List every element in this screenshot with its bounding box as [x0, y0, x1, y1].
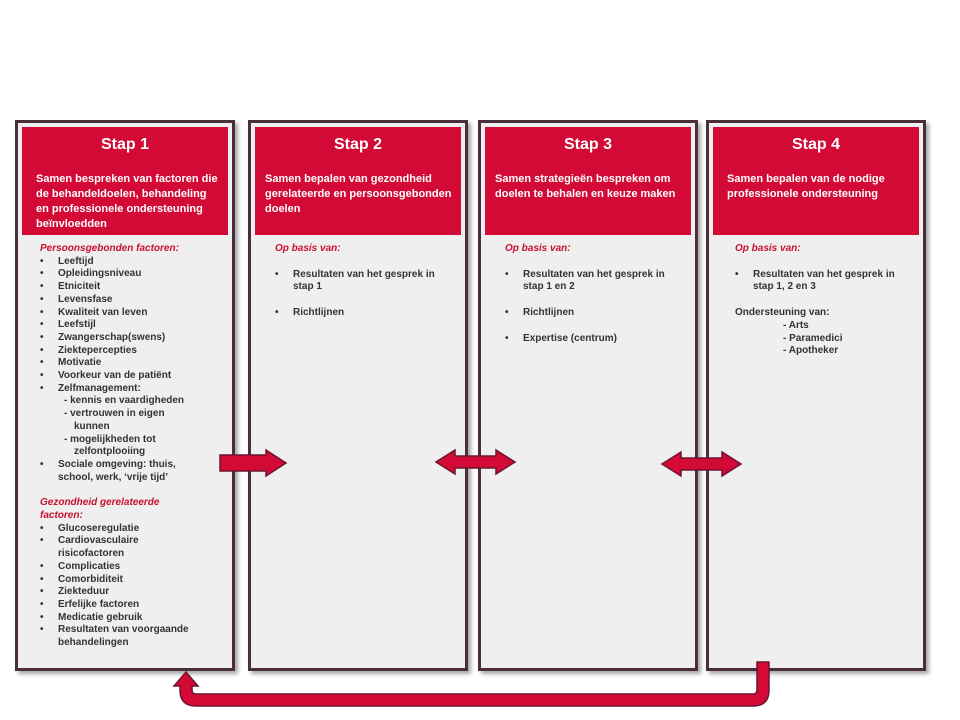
double-arrow-icon — [434, 448, 517, 476]
zelfmanagement-sub: - mogelijkheden tot — [64, 433, 156, 445]
stap3-description: Samen strategieën bespreken om doelen te… — [495, 173, 676, 200]
stap3-list: Resultaten van het gesprek in stap 1 en … — [505, 269, 687, 346]
stap1-body: Persoonsgebonden factoren: Leeftijd Ople… — [40, 243, 224, 650]
stap2-description: Samen bepalen van gezondheid gerelateerd… — [265, 173, 452, 215]
list-item: Erfelijke factoren — [40, 599, 224, 612]
list-item: Motivatie — [40, 357, 224, 370]
list-item: Ziektepercepties — [40, 345, 224, 358]
list-item: Levensfase — [40, 294, 224, 307]
list-item: Expertise (centrum) — [505, 333, 687, 346]
op-basis-heading: Op basis van: — [505, 243, 571, 254]
stap4-panel: Stap 4 Samen bepalen van de nodige profe… — [706, 120, 926, 671]
list-item-continued: behandelingen — [58, 637, 129, 649]
op-basis-heading: Op basis van: — [275, 243, 341, 254]
stap3-title: Stap 3 — [563, 136, 612, 153]
list-item: Resultaten van het gesprek in stap 1 en … — [505, 269, 687, 294]
stap1-panel: Stap 1 Samen bespreken van factoren die … — [15, 120, 235, 671]
list-item: Richtlijnen — [505, 307, 687, 320]
stap3-panel: Stap 3 Samen strategieën bespreken om do… — [478, 120, 698, 671]
stap2-panel: Stap 2 Samen bepalen van gezondheid gere… — [248, 120, 468, 671]
ondersteuning-item: - Arts — [783, 319, 809, 331]
zelfmanagement-sub: - kennis en vaardigheden — [64, 395, 185, 407]
list-item: Zelfmanagement: — [40, 383, 224, 396]
gezondheid-list: Glucoseregulatie Cardiovasculaire — [40, 523, 224, 548]
list-item: Sociale omgeving: thuis, — [40, 459, 224, 472]
list-item: Resultaten van voorgaande — [40, 624, 224, 637]
double-arrow-icon — [660, 450, 743, 478]
list-item: Glucoseregulatie — [40, 523, 224, 536]
list-item: Voorkeur van de patiënt — [40, 370, 224, 383]
list-item: Leeftijd — [40, 256, 224, 269]
stap2-body: Op basis van: Resultaten van het gesprek… — [275, 243, 457, 320]
list-item-continued: risicofactoren — [58, 548, 125, 560]
stap4-list: Resultaten van het gesprek in stap 1, 2 … — [735, 269, 915, 294]
gezondheid-list-2: Complicaties Comorbiditeit Ziekteduur Er… — [40, 561, 224, 637]
persoonsgebonden-heading: Persoonsgebonden factoren: — [40, 243, 179, 254]
list-item: Opleidingsniveau — [40, 268, 224, 281]
zelfmanagement-sub: kunnen — [74, 420, 110, 432]
stap1-header: Stap 1 Samen bespreken van factoren die … — [22, 127, 228, 235]
stap4-title: Stap 4 — [791, 136, 840, 153]
stap4-header: Stap 4 Samen bepalen van de nodige profe… — [713, 127, 919, 235]
zelfmanagement-sub: - vertrouwen in eigen — [64, 408, 165, 420]
list-item: Leefstijl — [40, 319, 224, 332]
stap3-body: Op basis van: Resultaten van het gesprek… — [505, 243, 687, 346]
zelfmanagement-sub: zelfontplooiing — [74, 446, 146, 458]
stap2-title: Stap 2 — [333, 136, 382, 153]
arrow-right-icon — [219, 448, 288, 478]
list-item: Richtlijnen — [275, 307, 457, 320]
list-item: Zwangerschap(swens) — [40, 332, 224, 345]
list-item: Complicaties — [40, 561, 224, 574]
gezondheid-heading: Gezondheid gerelateerde — [40, 497, 160, 509]
gezondheid-heading-2: factoren: — [40, 510, 83, 522]
ondersteuning-heading: Ondersteuning van: — [735, 307, 830, 319]
sociale-list: Sociale omgeving: thuis, — [40, 459, 224, 472]
op-basis-heading: Op basis van: — [735, 243, 801, 254]
return-arrow-icon — [172, 661, 770, 707]
list-item: Cardiovasculaire — [40, 535, 224, 548]
stap1-description: Samen bespreken van factoren die de beha… — [36, 173, 218, 230]
list-item: Etniciteit — [40, 281, 224, 294]
stap2-header: Stap 2 Samen bepalen van gezondheid gere… — [255, 127, 461, 235]
list-item: Ziekteduur — [40, 586, 224, 599]
ondersteuning-item: - Paramedici — [783, 332, 843, 344]
list-item: Resultaten van het gesprek in stap 1 — [275, 269, 457, 294]
stap4-body: Op basis van: Resultaten van het gesprek… — [735, 243, 915, 358]
persoonsgebonden-list: Leeftijd Opleidingsniveau Etniciteit Lev… — [40, 256, 224, 396]
list-item: Resultaten van het gesprek in stap 1, 2 … — [735, 269, 915, 294]
ondersteuning-item: - Apotheker — [783, 345, 839, 357]
stap2-list: Resultaten van het gesprek in stap 1 Ric… — [275, 269, 457, 320]
list-item: Comorbiditeit — [40, 574, 224, 587]
stap4-description: Samen bepalen van de nodige professionel… — [727, 173, 885, 200]
stap3-header: Stap 3 Samen strategieën bespreken om do… — [485, 127, 691, 235]
sociale-continued: school, werk, ‘vrije tijd’ — [58, 471, 169, 483]
list-item: Kwaliteit van leven — [40, 307, 224, 320]
list-item: Medicatie gebruik — [40, 612, 224, 625]
stap1-title: Stap 1 — [100, 136, 149, 153]
